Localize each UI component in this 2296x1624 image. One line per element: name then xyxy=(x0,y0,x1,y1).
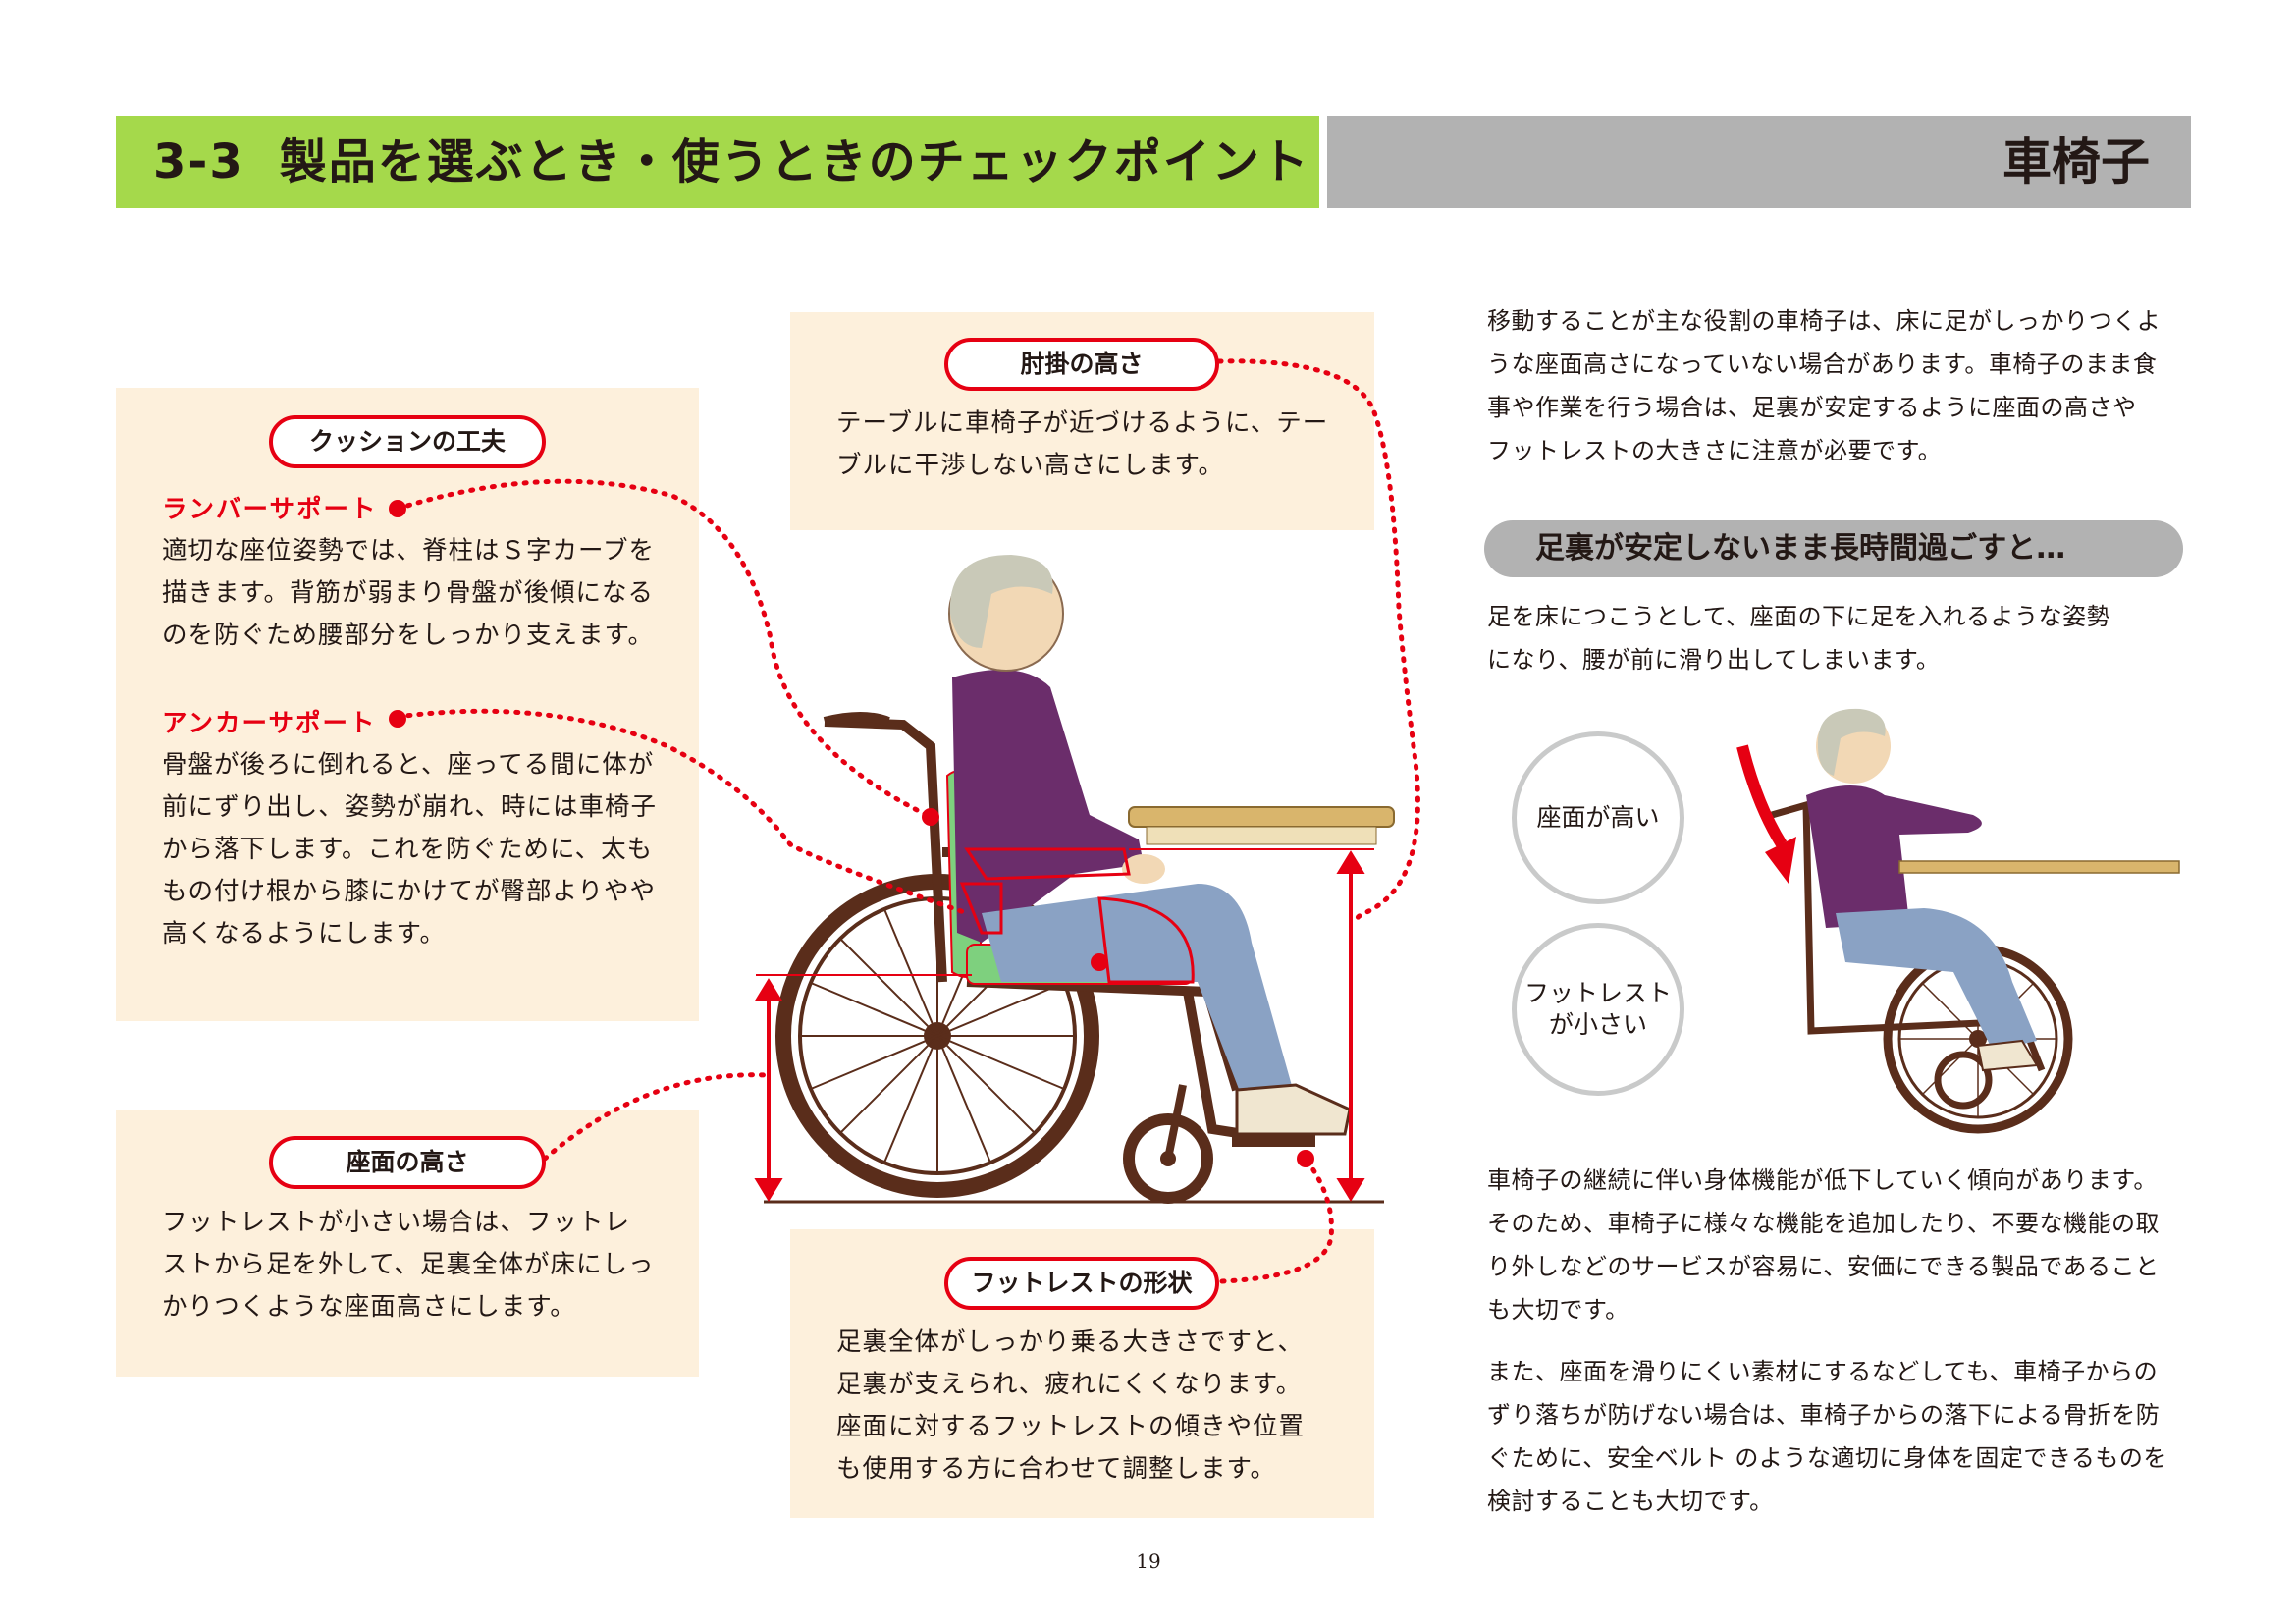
armrest-outline xyxy=(964,847,1131,881)
warning-heading-bar: 足裏が安定しないまま長時間過ごすと… xyxy=(1484,520,2183,577)
armrest-pill: 肘掛の高さ xyxy=(944,338,1219,391)
anchor-support-text: 骨盤が後ろに倒れると、座ってる間に体が 前にずり出し、姿勢が崩れ、時には車椅子 … xyxy=(162,750,658,948)
seat-height-pill: 座面の高さ xyxy=(269,1136,546,1189)
leader-lines xyxy=(395,358,1420,1284)
section-number: 3-3 xyxy=(153,135,244,189)
footrest-text: 足裏全体がしっかり乗る大きさですと、 足裏が支えられ、疲れにくくなります。 座面… xyxy=(836,1327,1306,1484)
warning-paragraph: 足を床につこうとして、座面の下に足を入れるような姿勢 になり、腰が前に滑り出して… xyxy=(1487,603,2111,674)
lumbar-support-text: 適切な座位姿勢では、脊柱はＳ字カーブを 描きます。背筋が弱まり骨盤が後傾になる … xyxy=(162,536,655,650)
table-top xyxy=(1128,806,1395,828)
seat-height-text: フットレストが小さい場合は、フットレ ストから足を外して、足裏全体が床にしっ か… xyxy=(162,1208,655,1322)
armrest-text: テーブルに車椅子が近づけるように、テー ブルに干渉しない高さにします。 xyxy=(836,408,1329,480)
warning-heading: 足裏が安定しないまま長時間過ごすと… xyxy=(1535,531,2066,566)
hair xyxy=(949,555,1053,648)
footrest xyxy=(1232,1135,1315,1147)
jacket xyxy=(952,670,1144,943)
marker-dots xyxy=(922,808,1314,1167)
high-seat-circle: 座面が高い xyxy=(1512,731,1684,904)
section-title-text: 製品を選ぶとき・使うときのチェックポイント xyxy=(279,135,1310,189)
armrest-height-arrow xyxy=(1336,850,1365,1202)
anchor-support-title: アンカーサポート xyxy=(162,709,377,738)
small-footrest-circle: フットレストが小さい xyxy=(1512,923,1684,1096)
small-footrest-label: フットレストが小さい xyxy=(1523,979,1672,1039)
lumbar-support-title: ランバーサポート xyxy=(162,495,378,524)
high-seat-label: 座面が高い xyxy=(1536,803,1660,832)
table-apron xyxy=(1146,826,1377,845)
section-title: 3-3 製品を選ぶとき・使うときのチェックポイント xyxy=(153,116,1310,208)
slipping-illustration xyxy=(1736,708,2180,1134)
intro-paragraph: 移動することが主な役割の車椅子は、床に足がしっかりつくよ うな座面高さになってい… xyxy=(1487,307,2162,464)
closing-paragraph-1: 車椅子の継続に伴い身体機能が低下していく傾向があります。 そのため、車椅子に様々… xyxy=(1487,1166,2161,1324)
caster-wheel xyxy=(1123,1084,1213,1204)
section-header: 3-3 製品を選ぶとき・使うときのチェックポイント xyxy=(116,116,1319,208)
cushion-pill: クッションの工夫 xyxy=(269,415,546,468)
cushion-panel xyxy=(116,388,699,1021)
trousers xyxy=(982,884,1296,1110)
category-title: 車椅子 xyxy=(2002,134,2150,190)
shoe xyxy=(1235,1083,1352,1136)
closing-paragraph-2: また、座面を滑りにくい素材にするなどしても、車椅子からの ずり落ちが防げない場合… xyxy=(1487,1358,2167,1515)
footrest-pill: フットレストの形状 xyxy=(944,1257,1219,1310)
seat-height-arrow xyxy=(754,974,972,1202)
category-header: 車椅子 xyxy=(1327,116,2191,208)
lumbar-marker-dot xyxy=(389,500,406,517)
hand xyxy=(1122,854,1165,884)
page-number: 19 xyxy=(1136,1549,1161,1573)
anchor-marker-dot xyxy=(389,710,406,728)
